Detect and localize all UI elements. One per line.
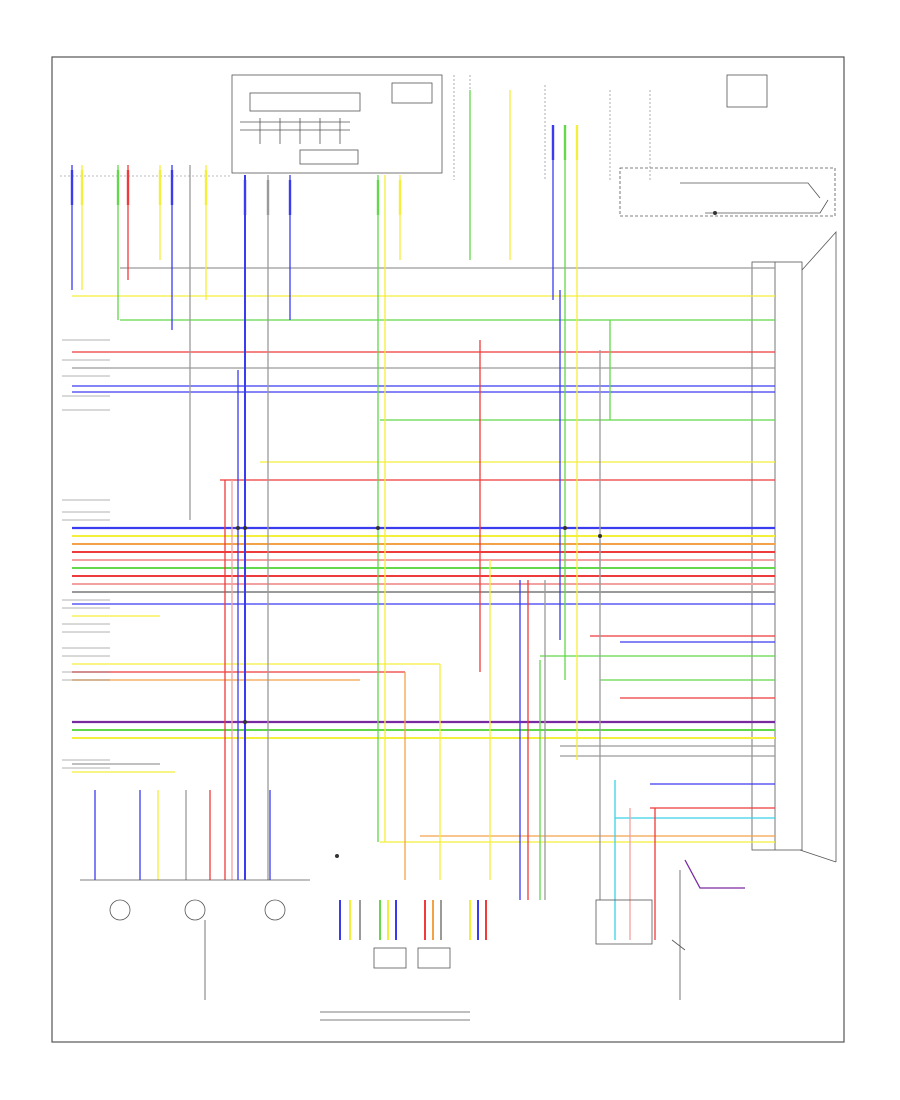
diagram-border bbox=[51, 56, 845, 1043]
harness-wires-horizontal bbox=[72, 267, 775, 843]
left-pin-lines bbox=[62, 339, 110, 769]
bottom-pin-stubs bbox=[339, 900, 487, 940]
top-connector-stubs bbox=[70, 125, 579, 215]
top-control-module bbox=[231, 74, 443, 174]
ecm-connector bbox=[751, 230, 837, 862]
bottom-components bbox=[80, 849, 837, 1021]
splice-dots bbox=[236, 211, 717, 858]
harness-wires-vertical bbox=[71, 90, 745, 940]
top-right-relay bbox=[619, 74, 836, 217]
